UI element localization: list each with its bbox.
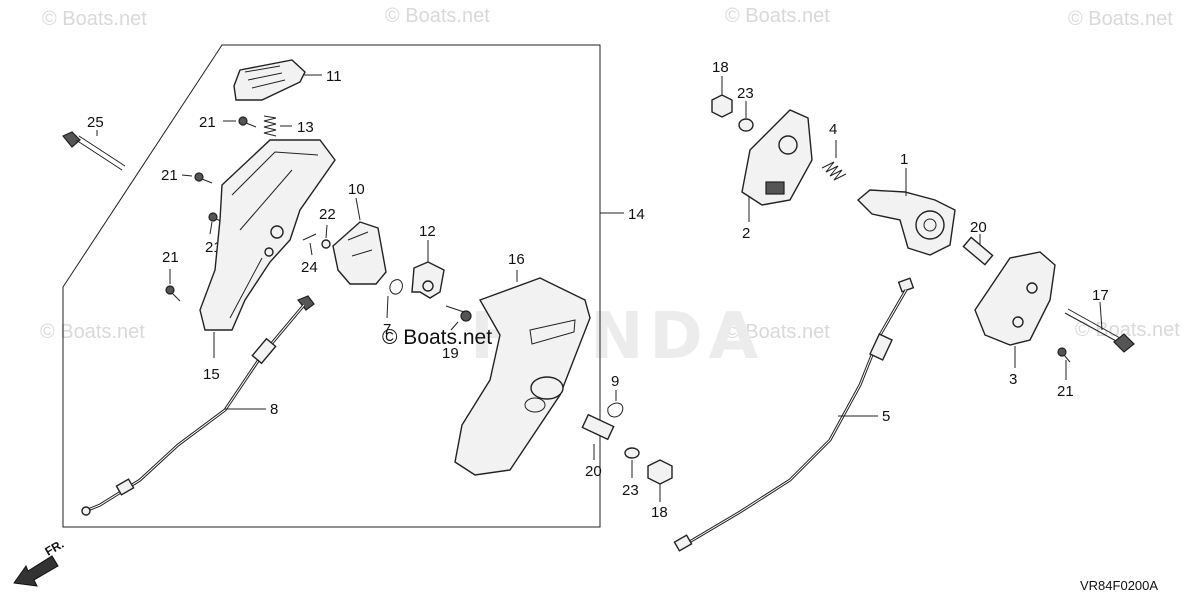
callout-9: 9: [611, 373, 619, 390]
part-22-washer: [321, 224, 331, 249]
callout-25: 25: [87, 114, 104, 131]
part-21-screw-e: [1057, 347, 1071, 380]
callout-13: 13: [297, 119, 314, 136]
callout-4: 4: [829, 121, 837, 138]
callout-16: 16: [508, 251, 525, 268]
callout-14: 14: [628, 206, 645, 223]
callout-7: 7: [383, 321, 391, 338]
assembly-14-outline: [62, 44, 601, 528]
callout-20b: 20: [970, 219, 987, 236]
front-label: FR.: [43, 537, 67, 559]
callout-21d: 21: [162, 249, 179, 266]
watermark-top-4: © Boats.net: [1068, 8, 1173, 30]
callout-11: 11: [326, 68, 342, 85]
part-1-lever: [856, 168, 956, 256]
callout-3: 3: [1009, 371, 1017, 388]
callout-19: 19: [442, 345, 459, 362]
part-19-screw: [445, 305, 472, 331]
part-12-latch: [411, 240, 445, 299]
watermark-left: © Boats.net: [40, 321, 145, 343]
watermark-mid-right: © Boats.net: [725, 321, 830, 343]
part-13-spring: [263, 115, 292, 137]
part-10-bracket: [332, 197, 387, 285]
watermark-top-3: © Boats.net: [725, 5, 830, 27]
callout-18b: 18: [712, 59, 729, 76]
diagram-code: VR84F0200A: [1080, 578, 1158, 593]
part-23-washer-b: [738, 101, 754, 132]
part-20-sleeve-a: [581, 413, 615, 460]
callout-18a: 18: [651, 504, 668, 521]
part-3-cover: [974, 251, 1056, 368]
callout-1: 1: [900, 151, 908, 168]
part-21-screw-b: [181, 172, 213, 184]
callout-21b: 21: [161, 167, 178, 184]
part-16-cover: [454, 270, 591, 476]
part-9-spring: [607, 390, 624, 418]
callout-10: 10: [348, 181, 365, 198]
callout-12: 12: [419, 223, 436, 240]
callout-23b: 23: [737, 85, 754, 102]
callout-21e: 21: [1057, 383, 1074, 400]
callout-23a: 23: [622, 482, 639, 499]
callout-24: 24: [301, 259, 318, 276]
part-15-housing: [199, 139, 336, 358]
part-18-nut-b: [711, 76, 733, 118]
arrow-icon: [13, 555, 59, 587]
watermark-center: © Boats.net: [382, 326, 492, 349]
part-7-clip: [386, 279, 403, 319]
part-25-bolt: [62, 130, 126, 171]
part-23-washer-a: [624, 447, 640, 478]
part-17-bolt: [1064, 301, 1135, 353]
part-18-nut-a: [647, 459, 673, 502]
callout-2: 2: [742, 225, 750, 242]
part-24-pin: [302, 233, 317, 256]
callout-20a: 20: [585, 463, 602, 480]
callout-21a: 21: [199, 114, 216, 131]
callout-15: 15: [203, 366, 220, 383]
part-8-cable: [81, 295, 315, 516]
part-4-spring: [821, 140, 847, 181]
watermark-top-2: © Boats.net: [385, 5, 490, 27]
callout-8: 8: [270, 401, 278, 418]
part-20-sleeve-b: [962, 234, 994, 266]
callout-5: 5: [882, 408, 890, 425]
front-direction-arrow: FR.: [13, 537, 67, 587]
part-21-screw-d: [165, 269, 181, 302]
watermark-top-1: © Boats.net: [42, 8, 147, 30]
part-2-plate: [741, 109, 813, 222]
part-11-cap: [233, 59, 322, 101]
callout-17: 17: [1092, 287, 1109, 304]
callout-22: 22: [319, 206, 336, 223]
part-21-screw-a: [223, 116, 257, 128]
part-5-cable: [673, 277, 915, 552]
